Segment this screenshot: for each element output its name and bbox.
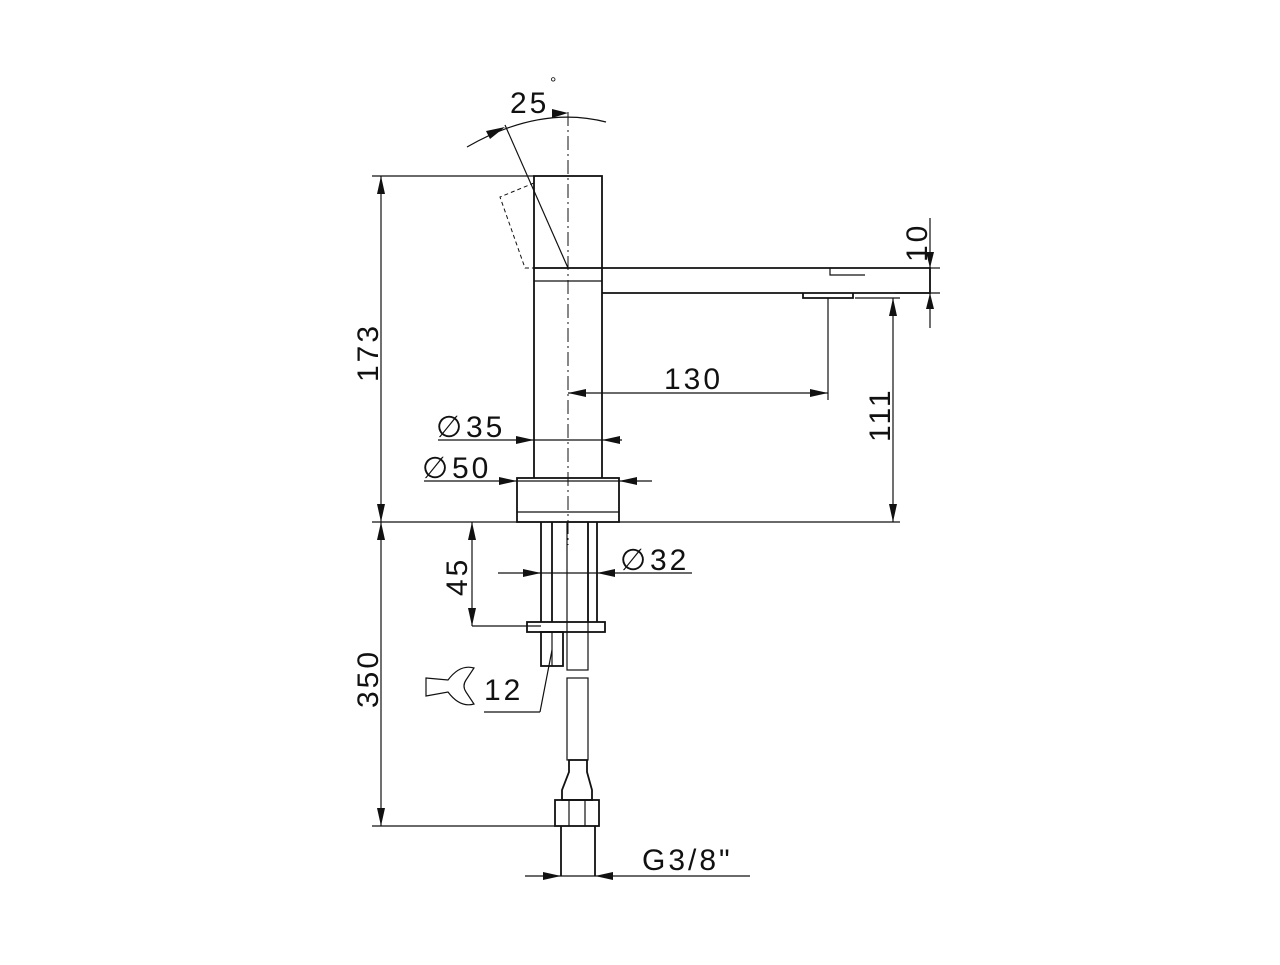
connection-thread (560, 826, 596, 876)
body (533, 268, 603, 478)
dimension-connection: G3/8" (525, 844, 750, 880)
dimension-spout-height: 111 (619, 297, 900, 523)
body-diameter-symbol: ∅ (436, 411, 465, 444)
wrench-size-value: 12 (484, 674, 523, 707)
flexible-hose-upper (566, 521, 589, 671)
spout-thickness-value: 10 (901, 223, 934, 262)
angle-value: 25 (510, 87, 549, 120)
dimension-base-diameter: ∅ 50 (422, 452, 652, 485)
shank-diameter-value: 32 (650, 544, 689, 577)
base-diameter-symbol: ∅ (422, 452, 451, 485)
hose-fitting (561, 759, 593, 801)
handle-rotated-outline (499, 182, 535, 269)
faucet-body (499, 175, 931, 876)
wrench-icon (425, 666, 475, 706)
base-diameter-value: 50 (452, 452, 491, 485)
degree-symbol: ° (550, 75, 559, 92)
shank-diameter-symbol: ∅ (620, 544, 649, 577)
spout (602, 267, 931, 294)
total-height-value: 173 (352, 323, 385, 382)
dimension-shank-diameter: ∅ 32 (498, 544, 692, 577)
dimension-hose-length: 350 (352, 522, 555, 827)
shank (540, 522, 553, 622)
angle-dimension: 25 ° (466, 75, 607, 269)
fixing-washer (526, 621, 606, 633)
spout-height-value: 111 (864, 387, 897, 442)
connection-nut (554, 799, 600, 827)
connection-thread-value: G3/8" (642, 844, 733, 877)
dimension-total-height: 173 (352, 175, 534, 523)
dimension-body-diameter: ∅ 35 (436, 411, 622, 444)
dimension-spout-thickness: 10 (895, 218, 940, 328)
dimension-shank-length: 45 (441, 522, 541, 627)
wrench-callout: 12 (425, 649, 553, 713)
spout-reach-value: 130 (664, 363, 723, 396)
dimension-spout-reach: 130 (568, 298, 829, 400)
hose-length-value: 350 (352, 649, 385, 708)
shank-length-value: 45 (441, 557, 474, 596)
body-diameter-value: 35 (466, 411, 505, 444)
flexible-hose-lower (566, 677, 589, 761)
